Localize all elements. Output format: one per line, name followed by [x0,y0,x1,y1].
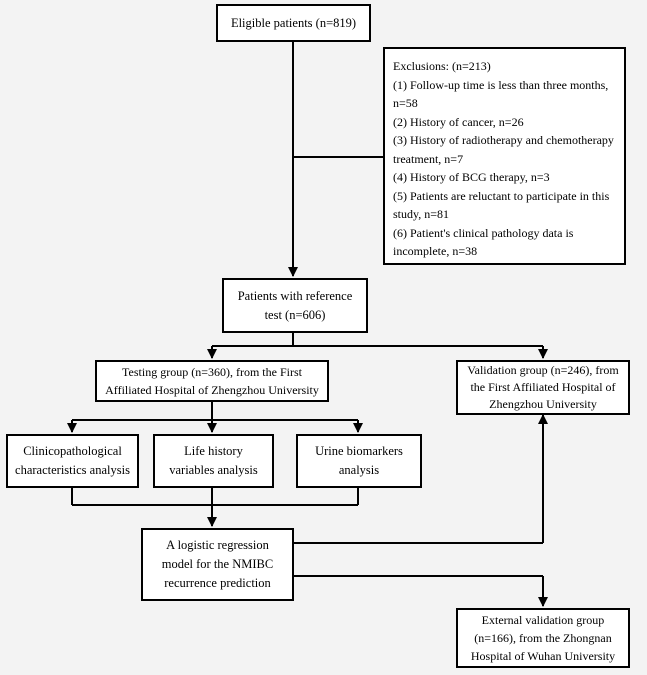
clinicopathological-label: Clinicopathological characteristics anal… [15,444,130,477]
reference-test-box: Patients with reference test (n=606) [222,278,368,333]
external-validation-box: External validation group (n=166), from … [456,608,630,668]
reference-test-label: Patients with reference test (n=606) [237,288,353,322]
testing-group-label: Testing group (n=360), from the First Af… [105,365,319,397]
exclusions-box: Exclusions: (n=213) (1) Follow-up time i… [383,47,626,265]
life-history-box: Life history variables analysis [153,434,274,488]
validation-group-box: Validation group (n=246), from the First… [456,360,630,415]
eligible-patients-box: Eligible patients (n=819) [216,4,371,42]
urine-biomarkers-box: Urine biomarkers analysis [296,434,422,488]
eligible-patients-label: Eligible patients (n=819) [230,15,357,30]
testing-group-box: Testing group (n=360), from the First Af… [95,360,329,402]
urine-biomarkers-label: Urine biomarkers analysis [315,444,403,477]
logistic-regression-box: A logistic regression model for the NMIB… [141,528,294,601]
logistic-regression-label: A logistic regression model for the NMIB… [161,538,274,590]
life-history-label: Life history variables analysis [169,444,258,477]
validation-group-label: Validation group (n=246), from the First… [467,363,619,411]
exclusions-label: Exclusions: (n=213) (1) Follow-up time i… [393,59,614,258]
external-validation-label: External validation group (n=166), from … [470,613,616,663]
clinicopathological-box: Clinicopathological characteristics anal… [6,434,139,488]
